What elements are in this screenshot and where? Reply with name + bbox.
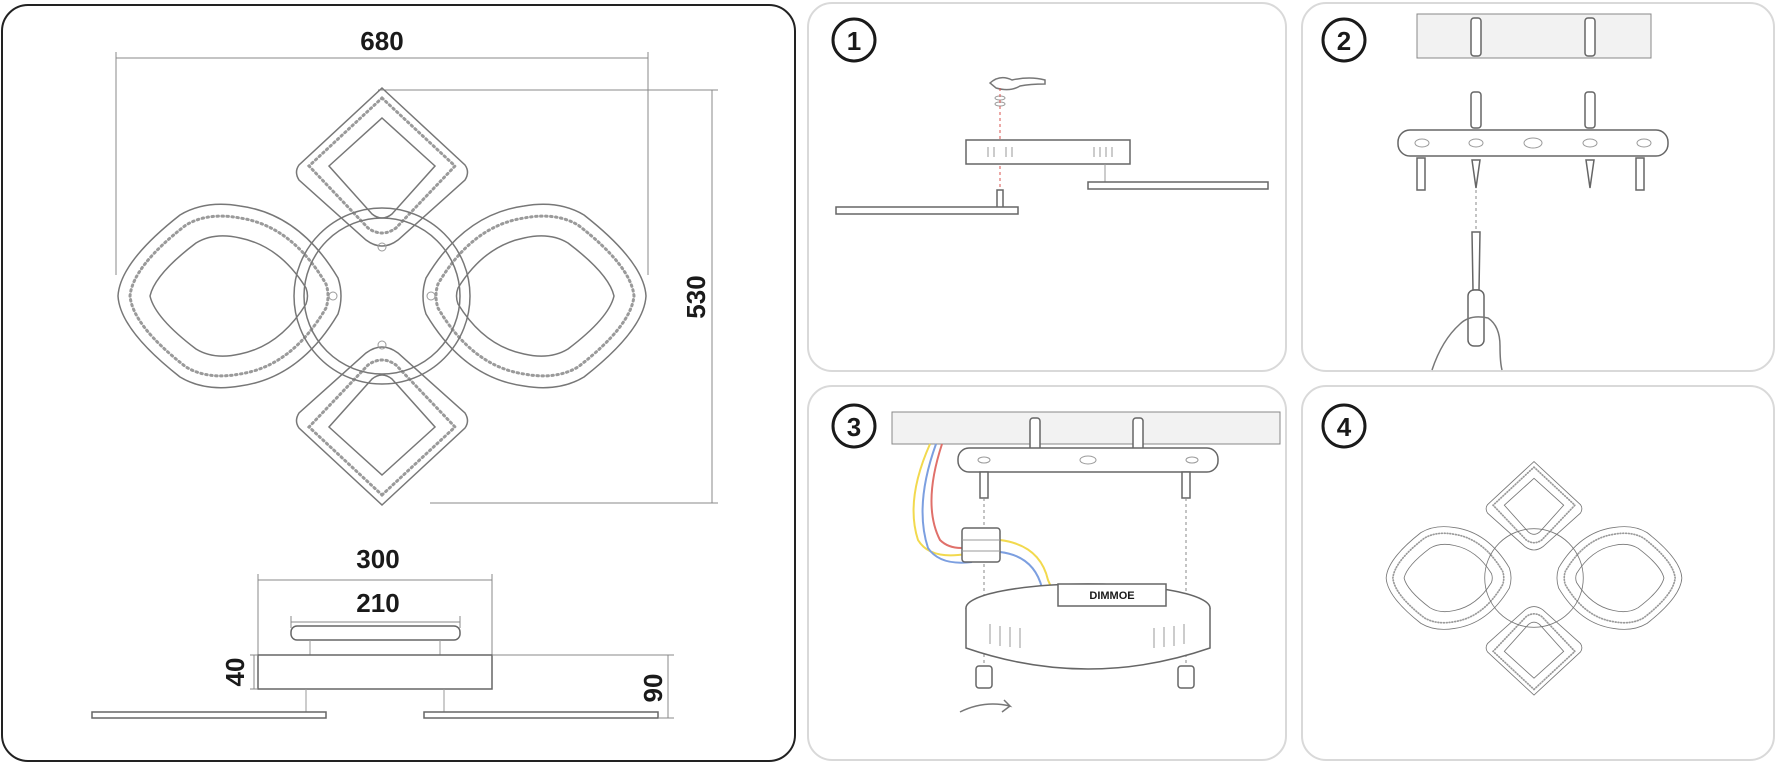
bottom-petal-dots <box>306 358 458 498</box>
step-2-number: 2 <box>1337 26 1351 56</box>
right-arm-side <box>423 711 659 719</box>
step-2-ceiling <box>1416 13 1652 59</box>
step-2-screw-right <box>1585 159 1595 189</box>
step-3-wire-blue <box>921 443 973 564</box>
step-1-badge <box>831 17 877 63</box>
mounting-plate <box>290 625 461 641</box>
plate-width-label: 210 <box>356 588 399 618</box>
left-petal-outer <box>117 203 342 389</box>
height-dimension-label: 530 <box>681 275 711 318</box>
step-2-plate-hole <box>1636 138 1652 148</box>
left-petal-dots <box>128 214 330 378</box>
step-3-plate-hole <box>1079 455 1097 465</box>
step-1-vents <box>987 147 1113 157</box>
center-base-hole-right <box>426 291 436 301</box>
step-2-bolt-left <box>1416 157 1426 191</box>
step-1-screw-post <box>996 189 1004 209</box>
step-1-border <box>807 2 1287 372</box>
step-4-panel: 4 <box>1301 385 1775 761</box>
step-3-number: 3 <box>847 412 861 442</box>
step-3-driver-label: DIMMOE <box>1089 590 1134 602</box>
center-base-ring <box>303 217 461 375</box>
base-width-label: 300 <box>356 544 399 574</box>
step-2-wall-anchor-right <box>1584 17 1596 57</box>
step-3-driver-box <box>1057 583 1167 607</box>
step-2-screwdriver-shaft <box>1471 231 1481 291</box>
center-base-hole-left <box>328 291 338 301</box>
step-3-bolt-right <box>1181 471 1191 499</box>
center-base-outer-ring <box>293 207 471 385</box>
step-2-panel: 2 <box>1301 2 1775 372</box>
step-3-badge <box>831 403 877 449</box>
step-3-base-body <box>965 608 1211 670</box>
step-2-screw-left <box>1471 159 1481 189</box>
step-2-anchor-left <box>1470 91 1482 129</box>
dimension-panel: 680 530 <box>1 4 796 762</box>
step-4-number: 4 <box>1337 412 1352 442</box>
step-4-badge <box>1321 403 1367 449</box>
step-3-plate-hole <box>1185 456 1199 464</box>
right-petal-inner <box>455 235 615 357</box>
center-base-hole-top <box>377 242 387 252</box>
bottom-petal-inner <box>327 374 437 477</box>
step-1-base-housing <box>965 139 1131 165</box>
step-2-wall-anchor-left <box>1470 17 1482 57</box>
step-2-border <box>1301 2 1775 372</box>
width-dimension-label: 680 <box>360 26 403 56</box>
step-2-plate-hole <box>1468 138 1484 148</box>
step-2-badge <box>1321 17 1367 63</box>
step-3-anchor-right <box>1132 417 1144 453</box>
base-housing <box>257 654 493 690</box>
right-petal-dots <box>434 214 636 378</box>
step-1-right-arm <box>1087 181 1269 190</box>
step-3-ceiling <box>891 411 1281 445</box>
top-petal-outer <box>295 86 469 247</box>
step-3-wire-red <box>930 443 977 549</box>
top-petal-dots <box>306 95 458 235</box>
step-4-border <box>1301 385 1775 761</box>
chandelier-side-view: 300 210 40 90 <box>91 544 674 719</box>
step-3-nut-left <box>975 665 993 689</box>
base-height-label: 40 <box>220 658 250 687</box>
step-2-bolt-right <box>1635 157 1645 191</box>
step-1-left-arm <box>835 206 1019 215</box>
step-3-nut-right <box>1177 665 1195 689</box>
step-2-hand-icon <box>1431 316 1503 371</box>
step-1-panel: 1 <box>807 2 1287 372</box>
step-3-plate-hole <box>977 456 991 464</box>
step-3-mounting-plate <box>957 447 1219 473</box>
step-3-terminal-block <box>961 527 1001 563</box>
step-3-panel: 3 DIMMOE <box>807 385 1287 761</box>
step-3-base-vents <box>989 624 1185 648</box>
step-3-wire-yellow <box>912 443 967 557</box>
step-2-plate-hole <box>1582 138 1598 148</box>
left-petal-inner <box>149 235 309 357</box>
step-3-bolt-left <box>979 471 989 499</box>
right-petal-outer <box>422 203 647 389</box>
bottom-petal-outer <box>295 346 469 507</box>
left-arm-side <box>91 711 327 719</box>
step-3-anchor-left <box>1029 417 1041 453</box>
step-2-plate-hole <box>1523 137 1543 149</box>
step-3-rotate-arrow-icon <box>959 699 1013 713</box>
center-base-hole-bottom <box>377 340 387 350</box>
step-1-wrench-icon <box>988 76 1046 91</box>
step-2-mounting-plate <box>1397 129 1669 157</box>
step-2-plate-hole <box>1414 138 1430 148</box>
total-height-label: 90 <box>638 674 668 703</box>
step-4-assembled-chandelier <box>1385 460 1683 696</box>
chandelier-top-view <box>117 86 647 507</box>
step-1-number: 1 <box>847 26 861 56</box>
step-2-anchor-right <box>1584 91 1596 129</box>
